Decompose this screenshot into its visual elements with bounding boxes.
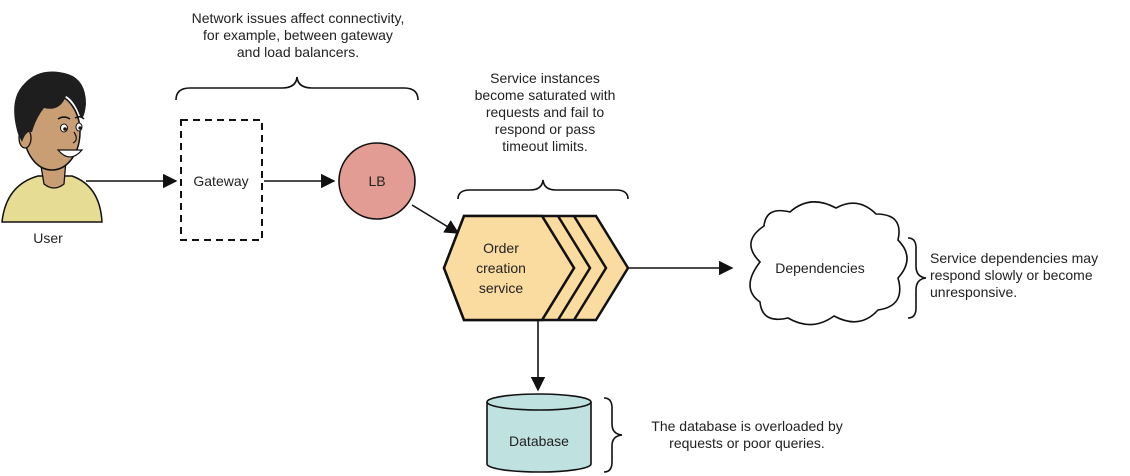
dependencies-label: Dependencies bbox=[775, 260, 865, 276]
dependencies-annotation-line1: Service dependencies may bbox=[930, 250, 1099, 266]
service-annotation: Service instances become saturated with … bbox=[440, 70, 650, 155]
database-annotation-line2: requests or poor queries. bbox=[669, 435, 825, 451]
lb-node bbox=[338, 142, 416, 220]
service-annotation-line3: requests and fail to bbox=[485, 104, 605, 120]
dependencies-annotation: Service dependencies may respond slowly … bbox=[930, 250, 1126, 301]
network-annotation-line1: Network issues affect connectivity, bbox=[191, 10, 405, 26]
network-annotation-line3: and load balancers. bbox=[236, 44, 360, 60]
gateway-label-bg bbox=[188, 172, 254, 190]
service-brace bbox=[457, 179, 629, 200]
database-label: Database bbox=[509, 433, 569, 449]
database-brace bbox=[603, 397, 623, 473]
service-annotation-line4: respond or pass bbox=[494, 121, 596, 137]
database-annotation: The database is overloaded by requests o… bbox=[630, 418, 864, 452]
arrow-lb-to-service bbox=[411, 204, 460, 234]
network-annotation-line2: for example, between gateway bbox=[203, 27, 393, 43]
user-label: User bbox=[33, 230, 63, 246]
dependencies-brace bbox=[907, 237, 927, 319]
gateway-label: Gateway bbox=[193, 173, 248, 189]
service-annotation-line2: become saturated with bbox=[474, 87, 616, 103]
order-service-label-line1: Order bbox=[483, 240, 519, 256]
order-service-node bbox=[442, 214, 630, 322]
dependencies-annotation-line2: respond slowly or become bbox=[930, 267, 1093, 283]
dependencies-cloud bbox=[749, 201, 908, 326]
dependencies-annotation-line3: unresponsive. bbox=[930, 284, 1018, 300]
service-annotation-line1: Service instances bbox=[490, 70, 600, 86]
service-annotation-line5: timeout limits. bbox=[502, 138, 588, 154]
network-brace bbox=[175, 76, 419, 101]
order-service-label-line2: creation bbox=[476, 260, 526, 276]
database-node bbox=[486, 393, 592, 473]
order-service-label-line3: service bbox=[479, 280, 524, 296]
lb-label: LB bbox=[368, 173, 385, 189]
database-annotation-line1: The database is overloaded by bbox=[651, 418, 843, 434]
network-annotation: Network issues affect connectivity, for … bbox=[158, 10, 438, 61]
user-avatar bbox=[1, 71, 103, 223]
